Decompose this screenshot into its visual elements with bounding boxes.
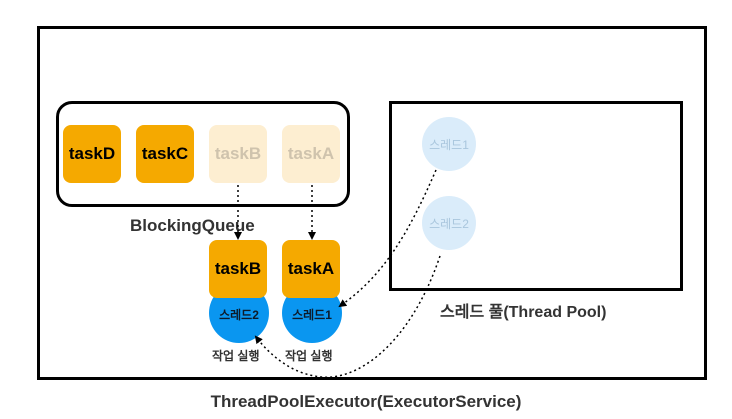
queue-task-c: taskC bbox=[136, 125, 194, 183]
queue-task-b-faded: taskB bbox=[209, 125, 267, 183]
running-task-b: taskB bbox=[209, 240, 267, 298]
queue-task-a-faded: taskA bbox=[282, 125, 340, 183]
blocking-queue-box bbox=[56, 101, 350, 207]
executor-frame bbox=[37, 26, 707, 380]
running-caption-b: 작업 실행 bbox=[212, 349, 260, 363]
running-task-a: taskA bbox=[282, 240, 340, 298]
executor-label: ThreadPoolExecutor(ExecutorService) bbox=[210, 392, 522, 411]
queue-task-d: taskD bbox=[63, 125, 121, 183]
blocking-queue-label: BlockingQueue bbox=[130, 216, 255, 235]
running-caption-a: 작업 실행 bbox=[285, 349, 333, 363]
thread-pool-label: 스레드 풀(Thread Pool) bbox=[440, 304, 607, 321]
pool-thread-2: 스레드2 bbox=[422, 196, 476, 250]
pool-thread-1: 스레드1 bbox=[422, 117, 476, 171]
